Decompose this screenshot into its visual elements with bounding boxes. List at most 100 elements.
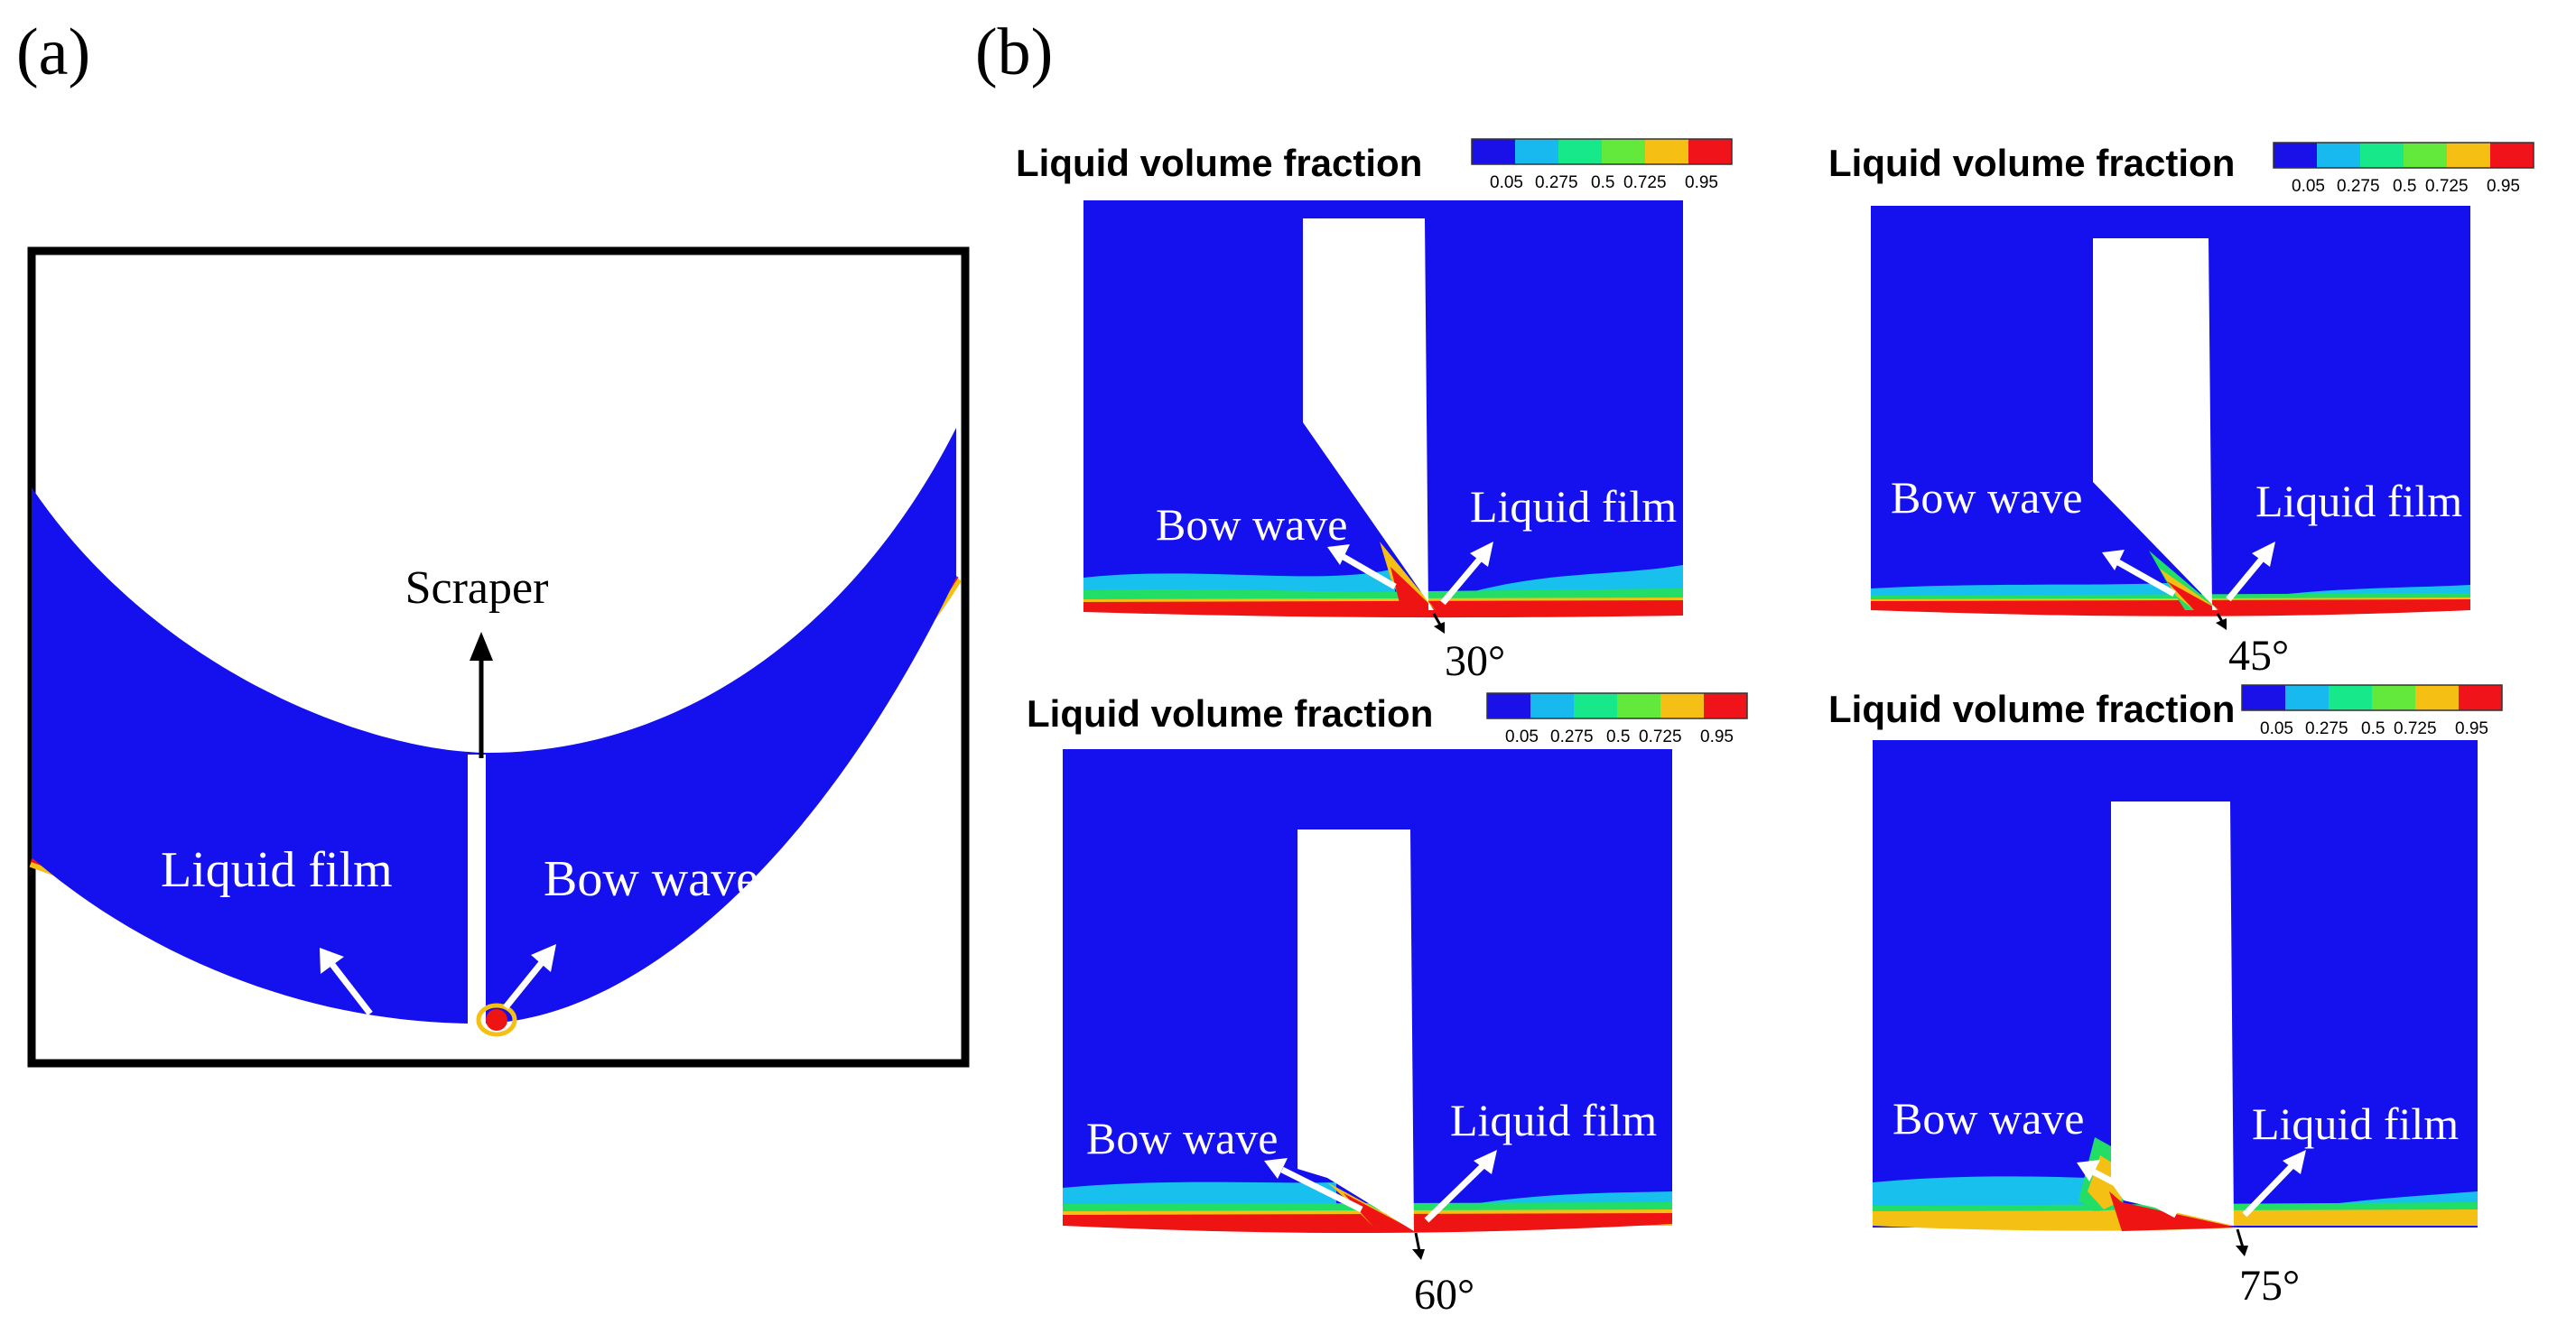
legend-tick: 0.5 <box>1591 173 1614 192</box>
legend-tick: 0.05 <box>1490 173 1523 192</box>
liquid-film-arrow <box>2226 555 2265 602</box>
legend-tick: 0.725 <box>1623 173 1667 192</box>
liquid-film-label: Liquid film <box>1470 481 1677 532</box>
angle-marker <box>2236 1228 2245 1248</box>
bow-wave-green <box>2149 551 2219 610</box>
bow-wave-red <box>2167 581 2219 610</box>
scraper-body <box>2111 801 2234 1226</box>
subplot-75: Bow wave Liquid film 75° <box>1873 740 2478 1310</box>
legend-tick: 0.275 <box>2305 719 2348 738</box>
bow-wave-arrowhead <box>2102 550 2125 570</box>
legend-tick: 0.275 <box>1535 173 1578 192</box>
bow-wave-arrowhead <box>2077 1160 2100 1181</box>
liquid-film-arrow <box>1440 555 1483 606</box>
liquid-film-arrow <box>2242 1162 2296 1218</box>
panel-a-label: (a) <box>16 15 90 89</box>
panel-b-label: (b) <box>975 15 1053 89</box>
liquid-film-label: Liquid film <box>1450 1095 1657 1145</box>
angle-label: 30° <box>1445 637 1505 685</box>
legend-45: Liquid volume fraction 0.05 0.275 0.5 0.… <box>1828 142 2534 196</box>
liquid-film-arrow <box>1424 1162 1487 1223</box>
legend-colorbar: 0.05 0.275 0.5 0.725 0.95 <box>2241 684 2503 738</box>
legend-tick: 0.275 <box>2337 177 2380 196</box>
scraper-body <box>2093 238 2218 610</box>
legend-tick: 0.275 <box>1550 727 1594 746</box>
legend-tick: 0.95 <box>1700 727 1734 746</box>
subplot-30: Bow wave Liquid film 30° <box>1083 200 1683 685</box>
bow-wave-red <box>1344 1193 1416 1231</box>
liquid-film-label: Liquid film <box>2252 1098 2459 1149</box>
legend-tick: 0.95 <box>2455 719 2488 738</box>
bow-wave-red <box>1390 567 1436 610</box>
legend-title: Liquid volume fraction <box>1027 692 1433 735</box>
bow-wave-arrow <box>1342 553 1397 590</box>
angle-marker-head <box>1434 622 1445 634</box>
panel-a-liquid-film-arrow <box>328 959 373 1016</box>
angle-label: 75° <box>2239 1262 2300 1310</box>
bow-wave-red <box>2109 1191 2237 1231</box>
legend-tick: 0.725 <box>2394 719 2437 738</box>
panel-a-bow-wave-arrow <box>503 958 546 1010</box>
bow-wave-arrow <box>2091 1168 2178 1218</box>
bow-wave-blob <box>486 1009 507 1031</box>
bow-wave-label: Bow wave <box>1891 472 2082 523</box>
bow-wave-arrow <box>1280 1166 1363 1213</box>
legend-30: Liquid volume fraction 0.05 0.275 0.5 0.… <box>1016 138 1733 192</box>
angle-marker-head <box>2236 1246 2248 1256</box>
scraper-slot <box>468 755 486 1025</box>
panel-a-bow-wave-label: Bow wave <box>544 851 758 907</box>
scraper-label: Scraper <box>405 562 549 614</box>
bow-wave-arrowhead <box>1327 544 1350 565</box>
legend-tick: 0.05 <box>2292 177 2325 196</box>
liquid-film-arrowhead <box>1470 542 1493 567</box>
legend-tick: 0.5 <box>2361 719 2385 738</box>
bow-wave-arrow <box>2116 559 2176 598</box>
legend-tick: 0.05 <box>2260 719 2293 738</box>
bow-wave-blob-rim <box>476 1003 517 1037</box>
film-red <box>1083 600 1683 618</box>
angle-marker <box>1414 1232 1421 1252</box>
bow-wave-label: Bow wave <box>1156 499 1347 550</box>
panel-a-liquid-film-label: Liquid film <box>161 842 393 898</box>
panel-a-bow-wave-arrowhead <box>531 944 556 972</box>
angle-marker-head <box>1412 1249 1425 1260</box>
angle-label: 45° <box>2228 632 2289 680</box>
legend-colorbar: 0.05 0.275 0.5 0.725 0.95 <box>1486 692 1748 746</box>
legend-tick: 0.725 <box>1639 727 1682 746</box>
bow-wave-label: Bow wave <box>1086 1113 1278 1163</box>
film-red <box>1063 1213 1672 1233</box>
bow-wave-yellow <box>1380 542 1436 610</box>
legend-title: Liquid volume fraction <box>1828 688 2235 730</box>
legend-colorbar: 0.05 0.275 0.5 0.725 0.95 <box>2273 142 2534 196</box>
panel-a: Scraper Liquid film Bow wave <box>27 246 970 1068</box>
scraper-body <box>1303 218 1434 610</box>
legend-title: Liquid volume fraction <box>1016 142 1422 184</box>
bow-wave-arrowhead <box>1264 1158 1288 1179</box>
legend-75: Liquid volume fraction 0.05 0.275 0.5 0.… <box>1828 684 2503 738</box>
legend-tick: 0.5 <box>2393 177 2416 196</box>
scraper-body <box>1297 829 1414 1231</box>
legend-tick: 0.05 <box>1505 727 1539 746</box>
bow-wave-yellow <box>2160 569 2219 610</box>
legend-tick: 0.95 <box>2487 177 2520 196</box>
legend-tick: 0.95 <box>1685 173 1718 192</box>
legend-60: Liquid volume fraction 0.05 0.275 0.5 0.… <box>1027 692 1748 746</box>
angle-marker-head <box>2216 618 2227 630</box>
subplot-60: Bow wave Liquid film 60° <box>1063 749 1672 1319</box>
angle-label: 60° <box>1414 1271 1474 1319</box>
legend-colorbar: 0.05 0.275 0.5 0.725 0.95 <box>1471 138 1733 192</box>
legend-tick: 0.5 <box>1606 727 1630 746</box>
liquid-film-arrowhead <box>1474 1150 1497 1174</box>
liquid-film-arrowhead <box>2252 542 2275 567</box>
bow-wave-label: Bow wave <box>1892 1093 2084 1144</box>
legend-title: Liquid volume fraction <box>1828 142 2235 184</box>
liquid-film-label: Liquid film <box>2255 476 2462 526</box>
liquid-film-arrowhead <box>2283 1150 2306 1174</box>
subplot-45: Bow wave Liquid film 45° <box>1871 206 2470 680</box>
legend-tick: 0.725 <box>2425 177 2469 196</box>
panel-a-liquid-film-arrowhead <box>320 948 344 974</box>
panel-a-fluid-domain <box>32 428 956 1024</box>
scraper-arrow-head <box>470 632 493 661</box>
film-red <box>1871 599 2470 616</box>
